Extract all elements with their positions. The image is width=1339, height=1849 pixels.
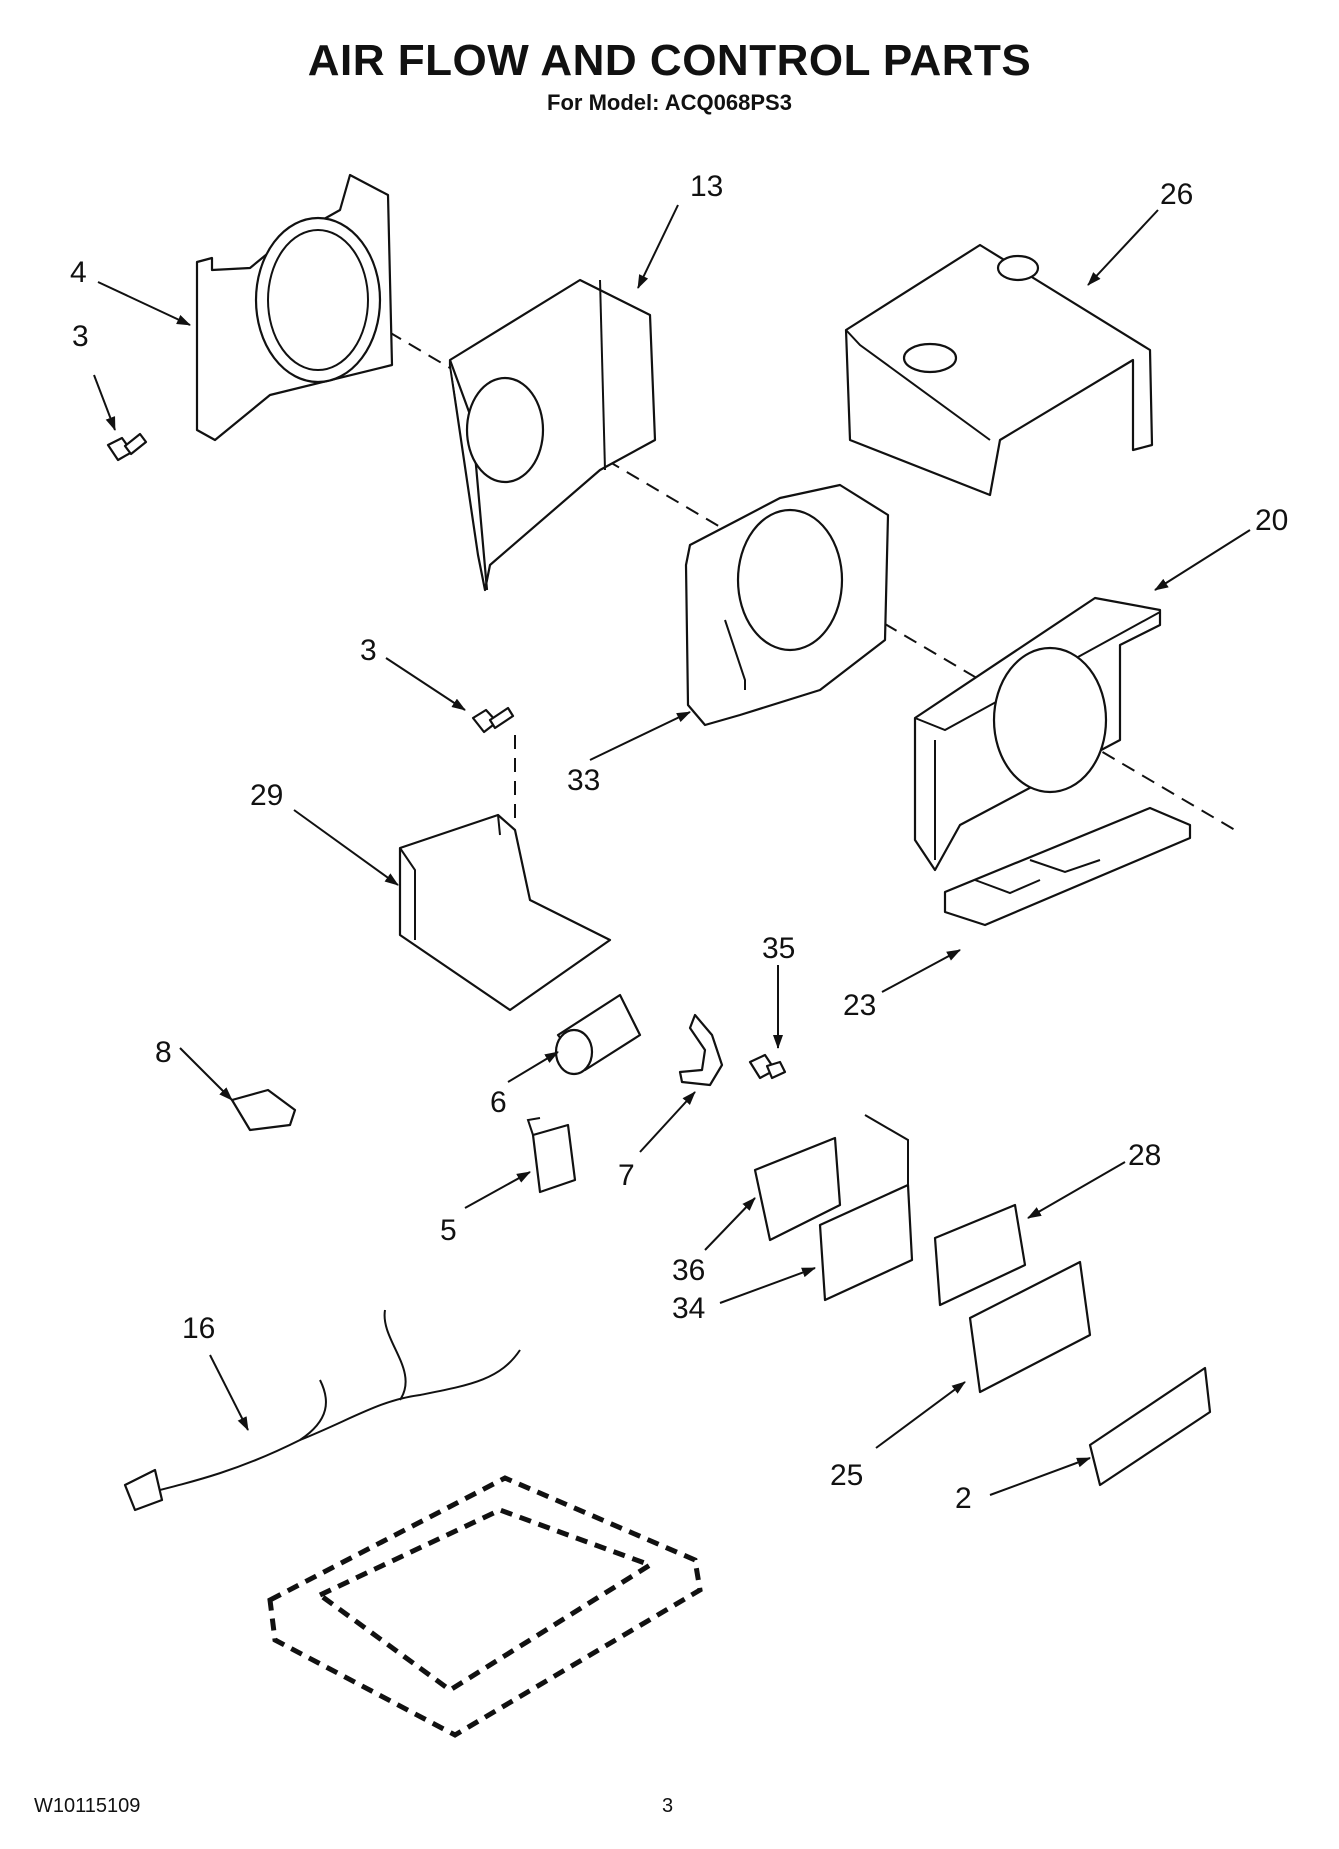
part-23-rail: [943, 806, 1192, 927]
part-29-bracket: [398, 813, 612, 1012]
part-6-capacitor: [554, 993, 642, 1076]
callout-28: 28: [1128, 1139, 1161, 1172]
part-4-shroud: [195, 173, 394, 442]
callout-3b: 3: [360, 634, 377, 667]
base-tray-outline: [267, 1475, 703, 1738]
part-25-panel: [968, 1260, 1092, 1394]
part-28-control: [933, 1203, 1027, 1307]
part-26-cover: [844, 243, 1154, 497]
part-34-board: [818, 1114, 914, 1302]
callout-34: 34: [672, 1292, 705, 1325]
part-8-clip: [230, 1088, 297, 1132]
callout-7: 7: [618, 1159, 635, 1192]
callout-13: 13: [690, 170, 723, 203]
callout-36: 36: [672, 1254, 705, 1287]
part-13-housing: [448, 278, 657, 592]
callout-2: 2: [955, 1482, 972, 1515]
callout-29: 29: [250, 779, 283, 812]
page-number: 3: [662, 1795, 674, 1817]
part-5-relay: [526, 1117, 577, 1194]
callout-leaders: [93, 204, 1251, 1496]
callout-3a: 3: [72, 320, 89, 353]
callout-8: 8: [155, 1036, 172, 1069]
part-20-orifice: [913, 596, 1162, 872]
callout-35: 35: [762, 932, 795, 965]
callout-33: 33: [567, 764, 600, 797]
part-36-board: [753, 1136, 842, 1242]
part-35-screw: [748, 1053, 787, 1080]
callout-16: 16: [182, 1312, 215, 1345]
part-16-cord: [123, 1309, 521, 1512]
page-title: AIR FLOW AND CONTROL PARTS: [307, 36, 1032, 85]
callout-6: 6: [490, 1086, 507, 1119]
callout-26: 26: [1160, 178, 1193, 211]
part-3-screw-a: [106, 432, 148, 462]
callout-23: 23: [843, 989, 876, 1022]
part-7-strap: [678, 1013, 724, 1087]
callout-5: 5: [440, 1214, 457, 1247]
document-number: W10115109: [34, 1795, 141, 1817]
part-2-overlay: [1088, 1366, 1212, 1487]
callout-4: 4: [70, 256, 87, 289]
callout-25: 25: [830, 1459, 863, 1492]
model-subtitle: For Model: ACQ068PS3: [547, 90, 792, 115]
callout-20: 20: [1255, 504, 1288, 537]
part-33-scroll: [684, 483, 890, 727]
part-3-screw-b: [471, 706, 515, 734]
